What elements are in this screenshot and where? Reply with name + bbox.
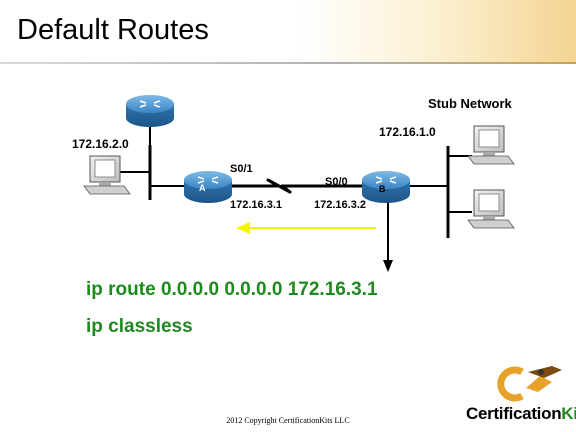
left-pc-icon [83,155,131,195]
ip-route-command: ip route 0.0.0.0 0.0.0.0 172.16.3.1 [86,279,378,300]
ip-classless-command: ip classless [86,316,193,337]
right-pc2-icon [467,189,515,229]
logo-text-kits: Kits [561,404,576,423]
left-network-label: 172.16.2.0 [72,137,129,151]
logo-text-certification: Certification [466,404,562,423]
title-bar [0,0,576,64]
serial-link [232,178,362,194]
stub-network-label: Stub Network [428,96,512,111]
router-a-name: A [199,183,206,193]
certificationkits-logo-text: CertificationKits [466,404,576,424]
certificationkits-logo-mark [497,366,562,402]
router-a-interface: S0/1 [230,163,253,175]
router-b-interface: S0/0 [325,176,348,188]
router-a-icon [184,171,232,203]
router-a-ip: 172.16.3.1 [230,199,282,211]
copyright-footer: 2012 Copyright CertificationKits LLC [226,416,350,425]
title-divider [0,62,576,64]
right-network-label: 172.16.1.0 [379,125,436,139]
slide-title: Default Routes [17,14,209,46]
router-b-name: B [379,184,386,194]
top-router-icon [126,95,174,127]
right-pc1-icon [467,125,515,165]
yellow-arrow-head [236,222,250,234]
down-arrow-head [383,260,393,272]
router-b-ip: 172.16.3.2 [314,199,366,211]
router-b-icon [362,171,410,203]
